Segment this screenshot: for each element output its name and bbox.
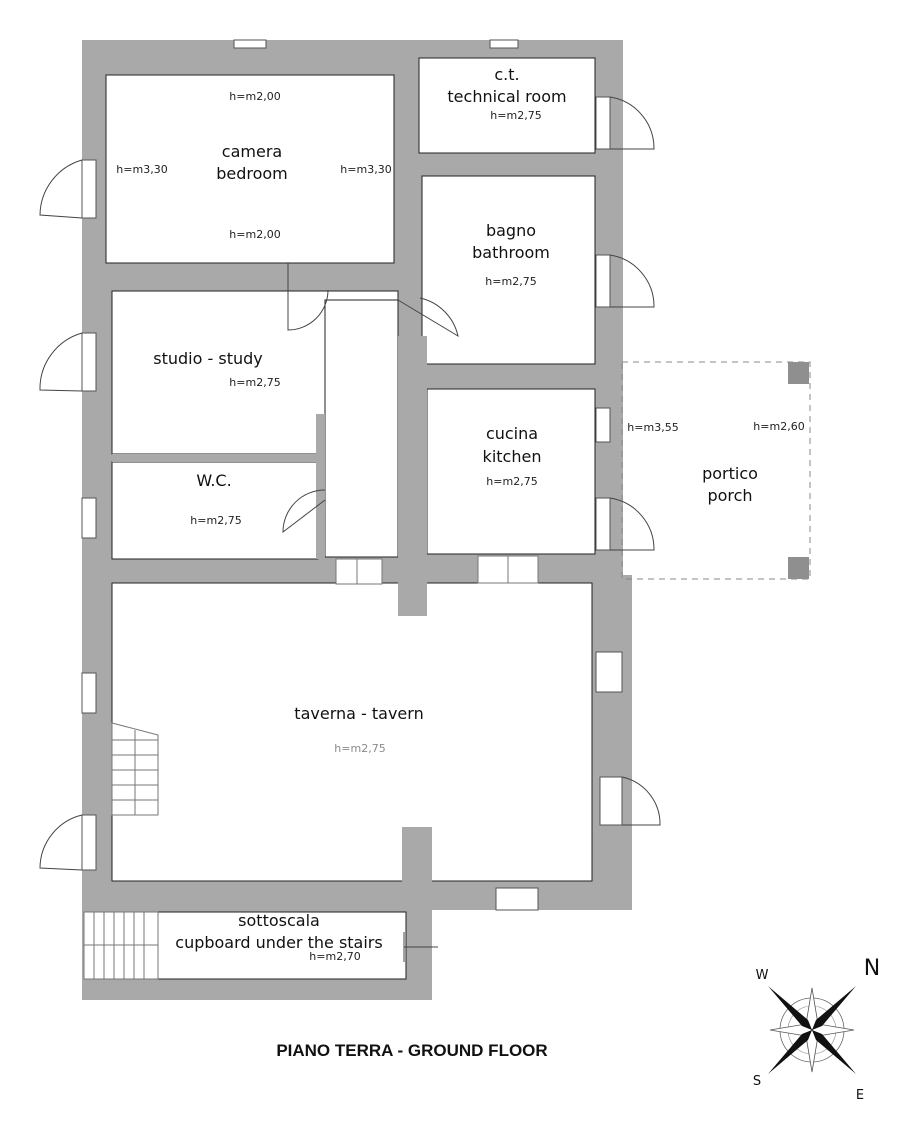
room-technical xyxy=(418,57,596,154)
rooms xyxy=(83,57,596,980)
room-wc xyxy=(111,461,319,560)
technical-name-en: technical room xyxy=(447,87,566,106)
bedroom-height-top: h=m2,00 xyxy=(229,90,280,103)
study-height: h=m2,75 xyxy=(229,376,280,389)
porch-name-it: portico xyxy=(702,464,758,483)
room-kitchen xyxy=(426,388,596,555)
labels: c.t. technical room h=m2,75 h=m2,00 came… xyxy=(116,65,804,963)
interior-walls xyxy=(112,336,539,887)
technical-name-it: c.t. xyxy=(494,65,519,84)
understairs-name-en: cupboard under the stairs xyxy=(175,933,382,952)
bathroom-name-it: bagno xyxy=(486,221,536,240)
understairs-name-it: sottoscala xyxy=(238,911,320,930)
compass-east: E xyxy=(856,1088,864,1103)
bedroom-height-bottom: h=m2,00 xyxy=(229,228,280,241)
bedroom-name-en: bedroom xyxy=(216,164,288,183)
plan-title: PIANO TERRA - GROUND FLOOR xyxy=(276,1041,547,1060)
bedroom-name-it: camera xyxy=(222,142,282,161)
compass-west: W xyxy=(756,968,769,983)
windows xyxy=(81,39,623,911)
wc-label: W.C. xyxy=(196,471,231,490)
technical-height: h=m2,75 xyxy=(490,109,541,122)
compass-south: S xyxy=(753,1074,761,1089)
stairs xyxy=(83,722,159,980)
porch-outline xyxy=(621,361,811,580)
compass-north: N xyxy=(864,956,880,981)
room-bathroom xyxy=(421,175,596,365)
bathroom-height: h=m2,75 xyxy=(485,275,536,288)
study-label: studio - study xyxy=(153,349,262,368)
bedroom-height-left: h=m3,30 xyxy=(116,163,167,176)
room-tavern xyxy=(111,582,593,882)
wc-height: h=m2,75 xyxy=(190,514,241,527)
kitchen-height: h=m2,75 xyxy=(486,475,537,488)
tavern-height: h=m2,75 xyxy=(334,742,385,755)
doors xyxy=(39,96,661,962)
bedroom-height-right: h=m3,30 xyxy=(340,163,391,176)
porch-name-en: porch xyxy=(707,486,752,505)
porch-height: h=m2,60 xyxy=(753,420,804,433)
kitchen-name-it: cucina xyxy=(486,424,538,443)
room-bedroom xyxy=(105,74,395,264)
tavern-label: taverna - tavern xyxy=(294,704,423,723)
compass-rose-icon xyxy=(768,986,856,1074)
kitchen-height-side: h=m3,55 xyxy=(627,421,678,434)
bathroom-name-en: bathroom xyxy=(472,243,550,262)
kitchen-name-en: kitchen xyxy=(483,447,542,466)
understairs-height: h=m2,70 xyxy=(309,950,360,963)
room-study-corridor xyxy=(324,299,399,558)
